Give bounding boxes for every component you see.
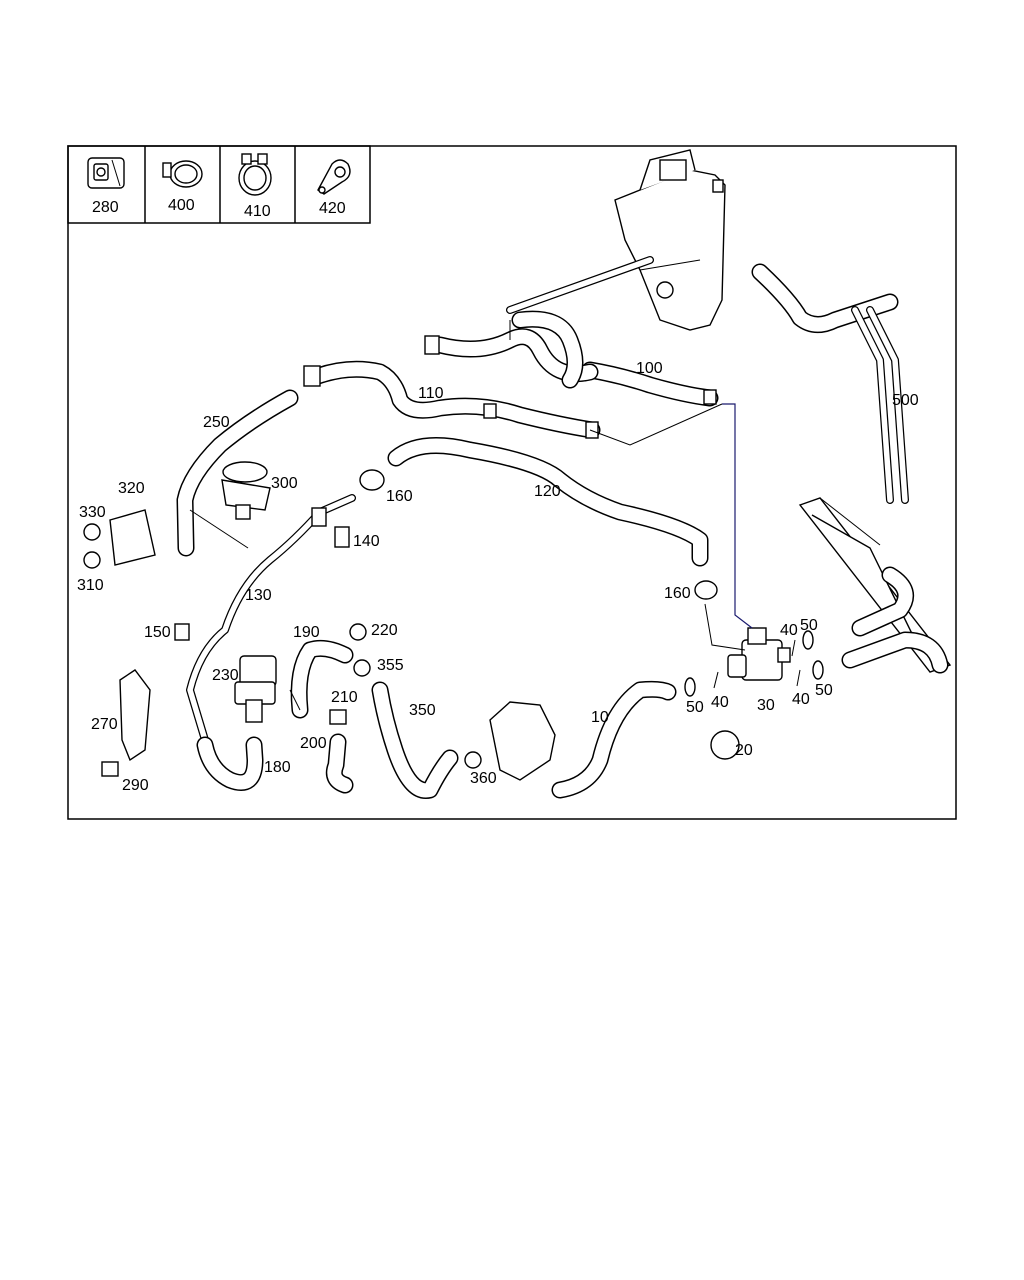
hose-120 bbox=[387, 437, 709, 567]
callout-120: 120 bbox=[534, 483, 561, 500]
callout-20: 20 bbox=[735, 742, 753, 759]
hose-200 bbox=[325, 733, 354, 794]
legend-label-410: 410 bbox=[244, 203, 271, 220]
callout-140: 140 bbox=[353, 533, 380, 550]
callout-50c: 50 bbox=[815, 682, 833, 699]
tank-pipes bbox=[424, 256, 654, 389]
callout-200: 200 bbox=[300, 735, 327, 752]
hose-110 bbox=[303, 360, 601, 439]
bracket-270 bbox=[101, 669, 151, 777]
bolt-150 bbox=[174, 623, 190, 641]
callout-180: 180 bbox=[264, 759, 291, 776]
seal-50c bbox=[812, 660, 824, 680]
spring-clamp-icon bbox=[238, 153, 272, 196]
callout-220: 220 bbox=[371, 622, 398, 639]
diagram-frame bbox=[67, 145, 957, 820]
callout-40a: 40 bbox=[711, 694, 729, 711]
hose-100 bbox=[581, 361, 719, 407]
clamp-160a bbox=[359, 469, 385, 491]
hose-10 bbox=[551, 680, 677, 799]
legend-label-420: 420 bbox=[319, 200, 346, 217]
callout-50a: 50 bbox=[686, 699, 704, 716]
valve-30 bbox=[727, 627, 791, 681]
hose-190 bbox=[290, 639, 354, 719]
callout-40c: 40 bbox=[792, 691, 810, 708]
legend-table: 280 400 410 420 bbox=[67, 145, 371, 224]
cap-220 bbox=[349, 623, 367, 641]
callout-160a: 160 bbox=[386, 488, 413, 505]
clamp-355 bbox=[353, 659, 371, 677]
legend-label-400: 400 bbox=[168, 197, 195, 214]
p-clip-icon bbox=[317, 159, 351, 195]
callout-210: 210 bbox=[331, 689, 358, 706]
heater-core bbox=[798, 497, 952, 674]
hose-180 bbox=[196, 736, 264, 791]
callout-50b: 50 bbox=[800, 617, 818, 634]
expansion-tank bbox=[614, 149, 726, 331]
callout-150: 150 bbox=[144, 624, 171, 641]
hose-350 bbox=[371, 681, 459, 799]
callout-130: 130 bbox=[245, 587, 272, 604]
callout-250: 250 bbox=[203, 414, 230, 431]
callout-310: 310 bbox=[77, 577, 104, 594]
callouts: 10 20 30 40 40 40 50 50 50 100 110 120 1… bbox=[77, 360, 919, 794]
callout-330: 330 bbox=[79, 504, 106, 521]
hose-500 bbox=[751, 263, 909, 504]
clip-140 bbox=[334, 526, 350, 548]
housing-360 bbox=[464, 701, 556, 781]
callout-190: 190 bbox=[293, 624, 320, 641]
seal-50a bbox=[684, 677, 696, 697]
callout-355: 355 bbox=[377, 657, 404, 674]
seal-50b bbox=[802, 630, 814, 650]
callout-40b: 40 bbox=[780, 622, 798, 639]
callout-300: 300 bbox=[271, 475, 298, 492]
hose-250 bbox=[176, 389, 299, 557]
callout-270: 270 bbox=[91, 716, 118, 733]
pump-300 bbox=[221, 461, 271, 520]
callout-320: 320 bbox=[118, 480, 145, 497]
hose-130 bbox=[186, 494, 356, 744]
clamp-160b bbox=[694, 580, 718, 600]
callout-360: 360 bbox=[470, 770, 497, 787]
small-parts bbox=[174, 469, 824, 760]
callout-30: 30 bbox=[757, 697, 775, 714]
callout-290: 290 bbox=[122, 777, 149, 794]
callout-110: 110 bbox=[418, 385, 444, 402]
bracket-320 bbox=[83, 509, 156, 569]
clamp-20 bbox=[710, 730, 740, 760]
callout-230: 230 bbox=[212, 667, 239, 684]
callout-350: 350 bbox=[409, 702, 436, 719]
clip-210 bbox=[329, 709, 347, 725]
clip-block-icon bbox=[87, 157, 125, 189]
hose-clamp-icon bbox=[162, 160, 203, 188]
callout-500: 500 bbox=[892, 392, 919, 409]
legend-label-280: 280 bbox=[92, 199, 119, 216]
callout-10: 10 bbox=[591, 709, 609, 726]
callout-100: 100 bbox=[636, 360, 663, 377]
callout-160b: 160 bbox=[664, 585, 691, 602]
valve-230 bbox=[234, 655, 277, 723]
leader-lines bbox=[189, 320, 753, 711]
